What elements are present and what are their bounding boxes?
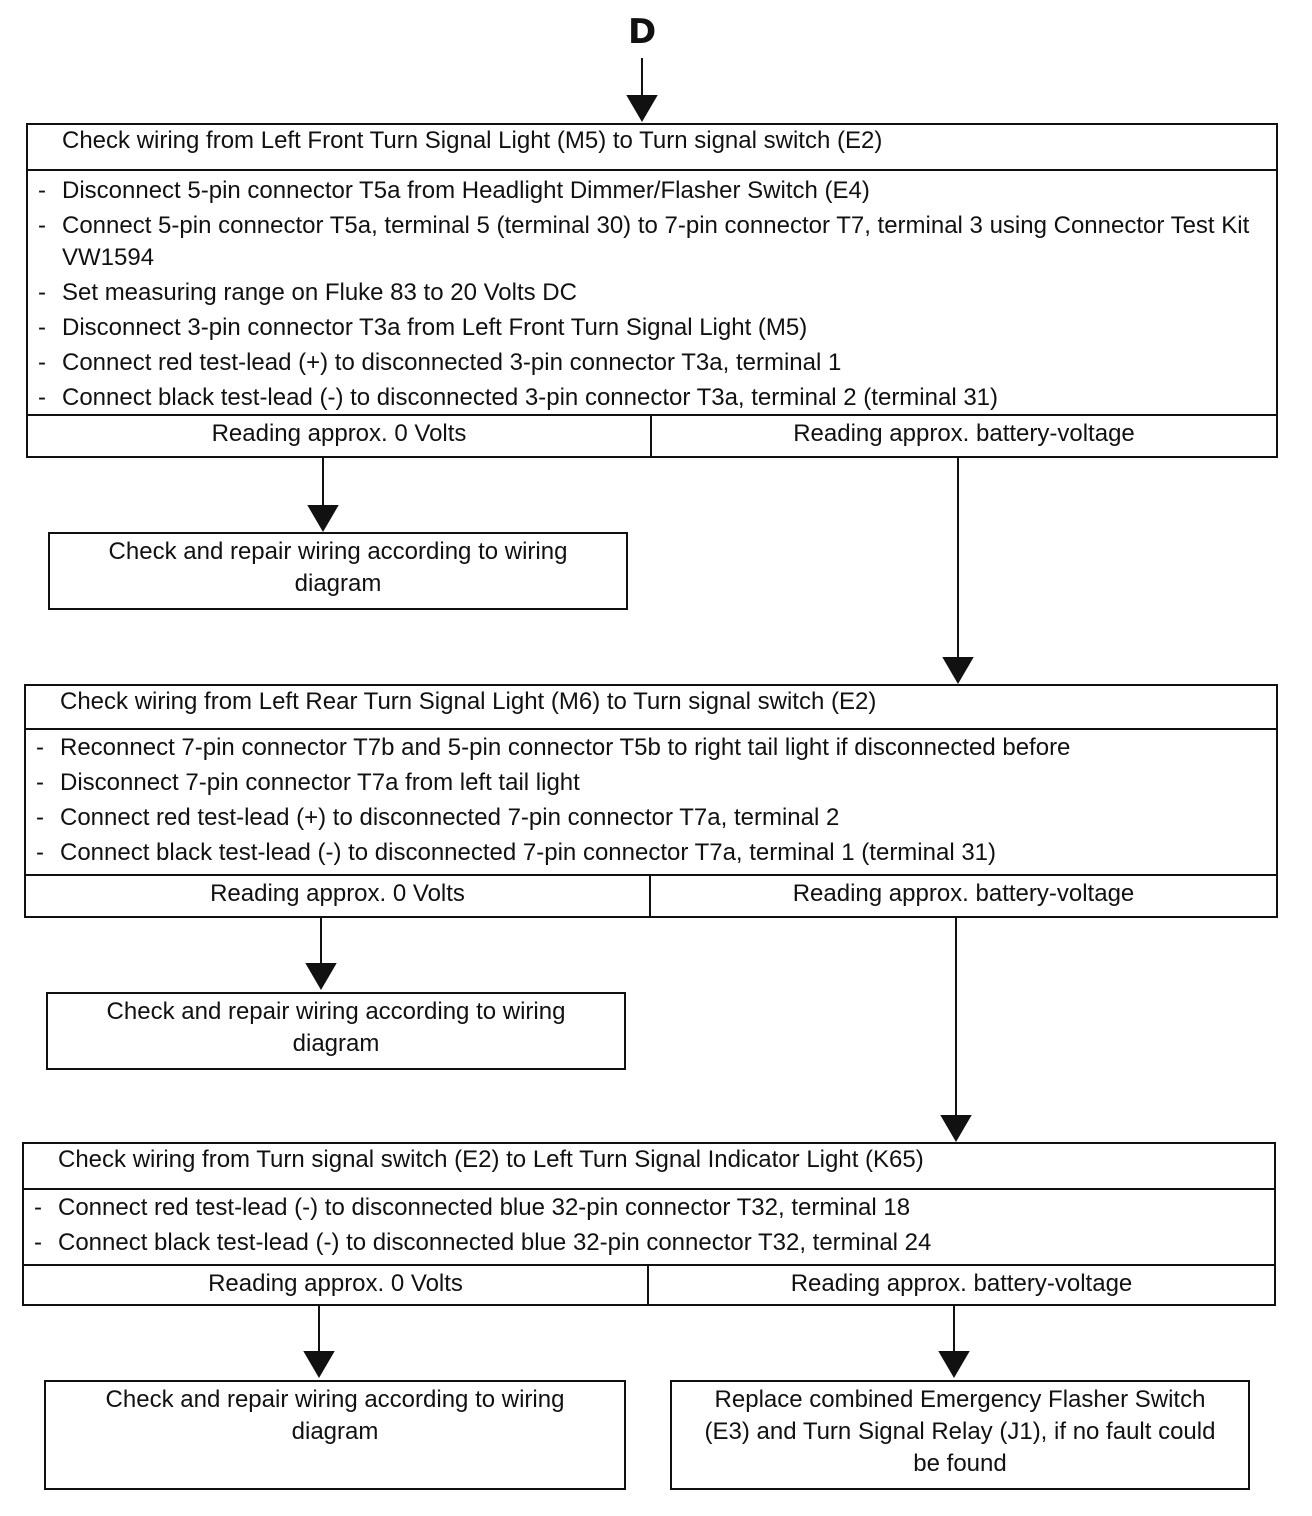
bullet-dash: - xyxy=(36,734,44,761)
step-item: -Connect red test-lead (+) to disconnect… xyxy=(26,802,1276,834)
step-item: -Disconnect 7-pin connector T7a from lef… xyxy=(26,767,1276,799)
replace-relay-box: Replace combined Emergency Flasher Switc… xyxy=(670,1380,1250,1490)
bullet-dash: - xyxy=(38,349,46,376)
start-label: D xyxy=(628,12,657,52)
check-box-front: Check wiring from Left Front Turn Signal… xyxy=(26,123,1278,458)
step-item: -Connect red test-lead (-) to disconnect… xyxy=(24,1192,1274,1224)
result-zero-volts: Reading approx. 0 Volts xyxy=(24,1266,649,1304)
step-list: -Connect red test-lead (-) to disconnect… xyxy=(24,1192,1274,1262)
check-heading-text: Check wiring from Left Rear Turn Signal … xyxy=(60,688,877,715)
check-heading-text: Check wiring from Turn signal switch (E2… xyxy=(58,1146,924,1173)
bullet-dash: - xyxy=(38,279,46,306)
check-heading: Check wiring from Left Front Turn Signal… xyxy=(28,125,1276,171)
bullet-dash: - xyxy=(38,212,46,239)
repair-wiring-box: Check and repair wiring according to wir… xyxy=(46,992,626,1070)
result-battery-voltage: Reading approx. battery-voltage xyxy=(792,880,1135,907)
result-zero-volts: Reading approx. 0 Volts xyxy=(26,876,651,916)
step-item: -Connect 5-pin connector T5a, terminal 5… xyxy=(28,210,1276,274)
repair-wiring-box: Check and repair wiring according to wir… xyxy=(48,532,628,610)
step-text: Disconnect 3-pin connector T3a from Left… xyxy=(62,314,808,341)
step-text: Connect red test-lead (+) to disconnecte… xyxy=(60,804,840,831)
step-text: Connect 5-pin connector T5a, terminal 5 … xyxy=(62,212,1250,271)
step-item: -Reconnect 7-pin connector T7b and 5-pin… xyxy=(26,732,1276,764)
repair-wiring-box: Check and repair wiring according to wir… xyxy=(44,1380,626,1490)
step-text: Reconnect 7-pin connector T7b and 5-pin … xyxy=(60,734,1071,761)
arrow-s2-left-head xyxy=(305,963,337,990)
check-heading: Check wiring from Left Rear Turn Signal … xyxy=(26,686,1276,730)
check-heading: Check wiring from Turn signal switch (E2… xyxy=(24,1144,1274,1190)
arrow-s3-left-head xyxy=(303,1351,335,1378)
arrow-s1-right-head xyxy=(942,657,974,684)
step-text: Connect black test-lead (-) to disconnec… xyxy=(58,1229,932,1256)
step-list: -Disconnect 5-pin connector T5a from Hea… xyxy=(28,175,1276,417)
step-item: -Connect black test-lead (-) to disconne… xyxy=(28,382,1276,414)
result-battery-voltage: Reading approx. battery-voltage xyxy=(793,420,1135,447)
check-heading-text: Check wiring from Left Front Turn Signal… xyxy=(62,127,883,154)
step-item: -Connect black test-lead (-) to disconne… xyxy=(26,837,1276,869)
bullet-dash: - xyxy=(34,1194,42,1221)
step-item: -Disconnect 5-pin connector T5a from Hea… xyxy=(28,175,1276,207)
bullet-dash: - xyxy=(36,804,44,831)
result-row: Reading approx. 0 Volts Reading approx. … xyxy=(26,874,1276,916)
step-text: Connect red test-lead (+) to disconnecte… xyxy=(62,349,842,376)
result-battery-voltage: Reading approx. battery-voltage xyxy=(790,1270,1133,1297)
step-text: Disconnect 5-pin connector T5a from Head… xyxy=(62,177,870,204)
result-zero-volts: Reading approx. 0 Volts xyxy=(28,416,652,456)
step-item: -Connect black test-lead (-) to disconne… xyxy=(24,1227,1274,1259)
arrow-start-head xyxy=(626,95,658,122)
step-text: Connect red test-lead (-) to disconnecte… xyxy=(58,1194,911,1221)
check-box-rear: Check wiring from Left Rear Turn Signal … xyxy=(24,684,1278,918)
result-row: Reading approx. 0 Volts Reading approx. … xyxy=(28,414,1276,456)
bullet-dash: - xyxy=(34,1229,42,1256)
bullet-dash: - xyxy=(36,769,44,796)
step-item: -Connect red test-lead (+) to disconnect… xyxy=(28,347,1276,379)
bullet-dash: - xyxy=(38,384,46,411)
step-item: -Disconnect 3-pin connector T3a from Lef… xyxy=(28,312,1276,344)
step-list: -Reconnect 7-pin connector T7b and 5-pin… xyxy=(26,732,1276,872)
bullet-dash: - xyxy=(36,839,44,866)
step-text: Set measuring range on Fluke 83 to 20 Vo… xyxy=(62,279,577,306)
check-box-indicator: Check wiring from Turn signal switch (E2… xyxy=(22,1142,1276,1306)
arrow-s1-left-head xyxy=(307,505,339,532)
bullet-dash: - xyxy=(38,177,46,204)
step-item: -Set measuring range on Fluke 83 to 20 V… xyxy=(28,277,1276,309)
step-text: Connect black test-lead (-) to disconnec… xyxy=(62,384,999,411)
arrow-s3-right-head xyxy=(938,1351,970,1378)
step-text: Connect black test-lead (-) to disconnec… xyxy=(60,839,997,866)
result-row: Reading approx. 0 Volts Reading approx. … xyxy=(24,1264,1274,1304)
arrow-s2-right-head xyxy=(940,1115,972,1142)
bullet-dash: - xyxy=(38,314,46,341)
step-text: Disconnect 7-pin connector T7a from left… xyxy=(60,769,580,796)
